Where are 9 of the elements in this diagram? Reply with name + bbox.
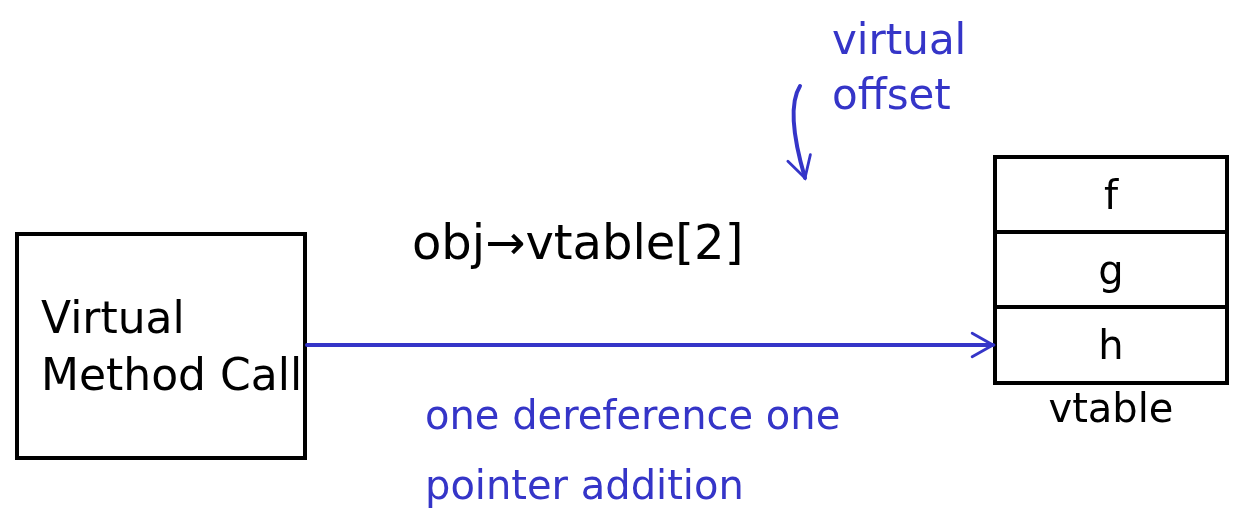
node-text: Virtual Method Call xyxy=(40,290,303,402)
node-text: f xyxy=(1103,170,1119,220)
leader-arrow xyxy=(786,84,813,180)
node-text: h xyxy=(1098,321,1124,370)
process-box xyxy=(15,232,307,460)
note-text: one dereference one pointer addition xyxy=(425,391,842,510)
caption-text: vtable xyxy=(1047,384,1175,431)
annotation-text: virtual offset xyxy=(831,14,968,121)
node-text: g xyxy=(1098,245,1124,295)
